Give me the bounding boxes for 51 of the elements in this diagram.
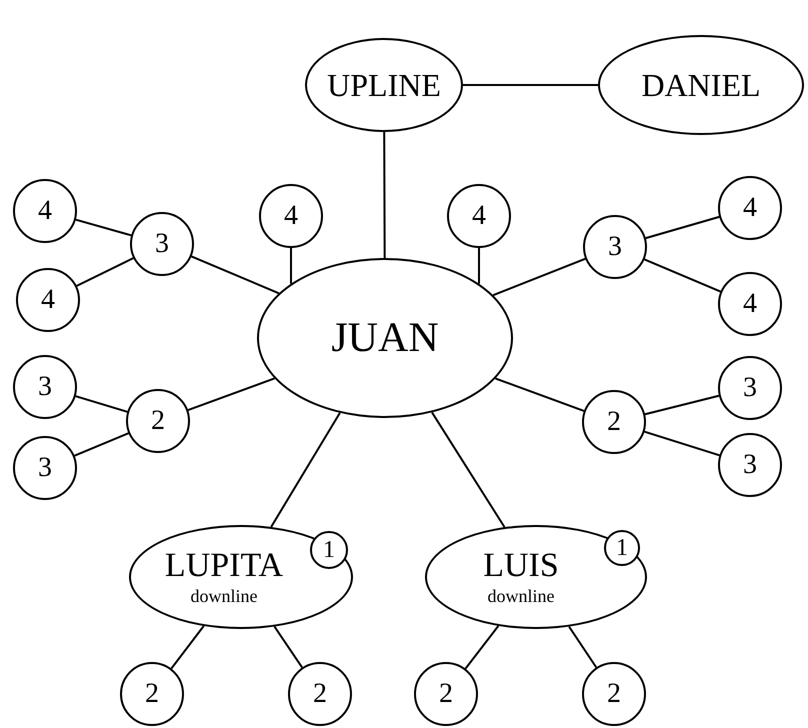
node-label: 2 <box>607 408 621 436</box>
node-label: UPLINE <box>327 69 441 101</box>
node-label: 2 <box>313 680 327 708</box>
node-label: 4 <box>41 286 55 314</box>
node-label: 1 <box>323 538 335 562</box>
connector-line <box>274 626 303 668</box>
node-sublabel: downline <box>190 587 258 605</box>
connector-line <box>464 625 500 670</box>
connector-line <box>290 248 292 284</box>
connector-line <box>568 626 598 668</box>
node-label: 3 <box>743 374 757 402</box>
connector-line <box>74 432 129 457</box>
connector-line <box>478 248 480 284</box>
node-label: 2 <box>607 680 621 708</box>
connector-line <box>383 132 386 258</box>
connector-line <box>188 377 275 411</box>
node-label: 4 <box>472 202 486 230</box>
node-sublabel: downline <box>488 587 554 605</box>
connector-line <box>492 258 586 296</box>
connector-line <box>644 258 721 292</box>
connector-line <box>463 84 598 86</box>
node-label: 3 <box>38 454 52 482</box>
node-label: 3 <box>38 373 52 401</box>
connector-line <box>191 256 280 294</box>
node-label: 3 <box>743 451 757 479</box>
node-label: 1 <box>616 536 628 560</box>
connector-line <box>270 412 341 528</box>
node-label: JUAN <box>331 317 439 359</box>
node-label: 3 <box>608 233 622 261</box>
node-label: DANIEL <box>641 69 761 101</box>
connector-line <box>75 395 128 413</box>
connector-line <box>644 430 720 456</box>
connector-line <box>76 218 132 236</box>
node-label: LUPITA <box>164 549 284 583</box>
node-label: LUIS <box>483 549 559 583</box>
node-label: 2 <box>439 680 453 708</box>
connector-line <box>495 378 584 412</box>
node-label: 2 <box>151 407 165 435</box>
connector-line <box>76 257 134 287</box>
number-circle <box>310 531 348 569</box>
connector-line <box>645 216 720 240</box>
number-circle <box>604 530 640 566</box>
node-label: 4 <box>743 290 757 318</box>
node-label: 3 <box>155 230 169 258</box>
node-label: 2 <box>145 680 159 708</box>
connector-line <box>431 412 506 528</box>
node-label: 4 <box>38 197 52 225</box>
node-label: 4 <box>743 194 757 222</box>
node-label: 4 <box>284 202 298 230</box>
connector-line <box>644 394 720 416</box>
connector-line <box>170 625 204 670</box>
